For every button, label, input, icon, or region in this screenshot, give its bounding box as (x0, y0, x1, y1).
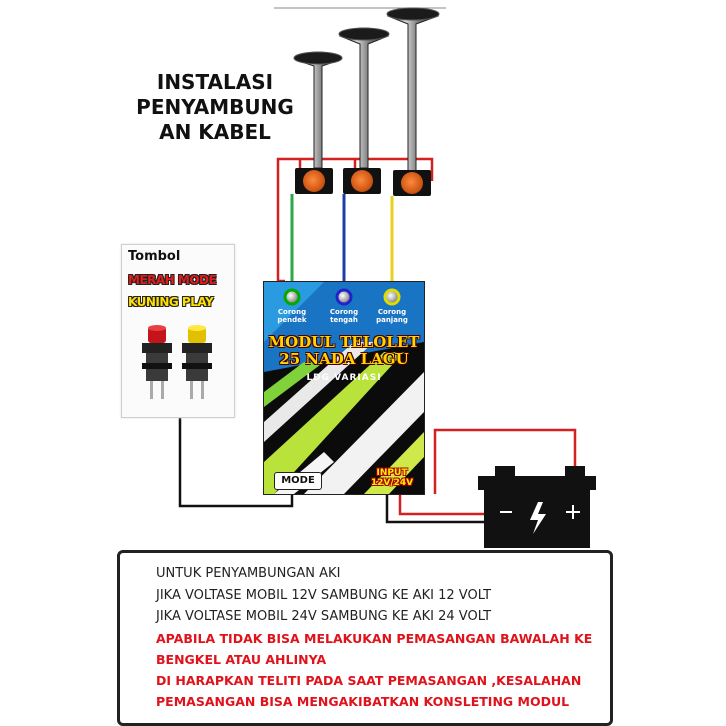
corong-pendek-label: Corong pendek (272, 308, 312, 324)
label-line: Corong (329, 308, 359, 316)
button-info-card: Tombol MERAH MODE KUNING PLAY (121, 244, 235, 418)
instructions-box: UNTUK PENYAMBUNGAN AKI JIKA VOLTASE MOBI… (117, 550, 613, 726)
battery-positive-wire (433, 428, 577, 494)
module-title-line: MODUL TELOLET (268, 333, 420, 351)
label-line: Corong (377, 308, 407, 316)
corong-panjang-label: Corong panjang (372, 308, 412, 324)
input-label-line: INPUT (376, 468, 408, 478)
label-line: panjang (376, 316, 408, 324)
input-label: INPUT 12V/24V (366, 468, 418, 488)
module-title: MODUL TELOLET 25 NADA LAGU (264, 334, 424, 368)
label-line: Corong (277, 308, 307, 316)
yellow-play-label: KUNING PLAY (128, 295, 214, 309)
horn-valve-short (295, 168, 333, 194)
button-wire (178, 412, 294, 508)
corong-tengah-label: Corong tengah (324, 308, 364, 324)
input-label-line: 12V/24V (370, 478, 414, 488)
button-card-title: Tombol (128, 249, 181, 264)
module-title-line: 25 NADA LAGU (279, 350, 409, 368)
horn-valve-long (393, 170, 431, 196)
module-subtitle: LDG VARIASI (306, 373, 382, 383)
title-line: PENYAMBUNG (136, 95, 294, 119)
title-line: AN KABEL (159, 120, 271, 144)
warning-line: PEMASANGAN BISA MENGAKIBATKAN KONSLETING… (156, 694, 570, 709)
horn-valve-middle (343, 168, 381, 194)
module-background (264, 282, 424, 494)
red-push-button-icon (142, 325, 172, 399)
page-title: INSTALASI PENYAMBUNG AN KABEL (120, 70, 310, 145)
warning-line: DI HARAPKAN TELITI PADA SAAT PEMASANGAN … (156, 673, 582, 688)
horn-long (386, 7, 440, 173)
warning-line: APABILA TIDAK BISA MELAKUKAN PEMASANGAN … (156, 631, 593, 646)
title-line: INSTALASI (156, 70, 274, 94)
label-line: tengah (330, 316, 358, 324)
note-line: UNTUK PENYAMBUNGAN AKI (156, 566, 341, 581)
note-line: JIKA VOLTASE MOBIL 24V SAMBUNG KE AKI 24… (156, 609, 492, 624)
mode-label: MODE (274, 472, 322, 490)
label-line: pendek (277, 316, 307, 324)
note-line: JIKA VOLTASE MOBIL 12V SAMBUNG KE AKI 12… (156, 588, 492, 603)
red-mode-label: MERAH MODE (128, 273, 217, 287)
push-buttons-photo (142, 325, 212, 399)
warning-line: BENGKEL ATAU AHLINYA (156, 652, 327, 667)
yellow-push-button-icon (182, 325, 212, 399)
telolet-module: Corong pendek Corong tengah Corong panja… (263, 281, 425, 495)
horn-middle (338, 27, 390, 169)
battery-icon (478, 466, 596, 548)
battery-negative-wire (385, 494, 486, 524)
